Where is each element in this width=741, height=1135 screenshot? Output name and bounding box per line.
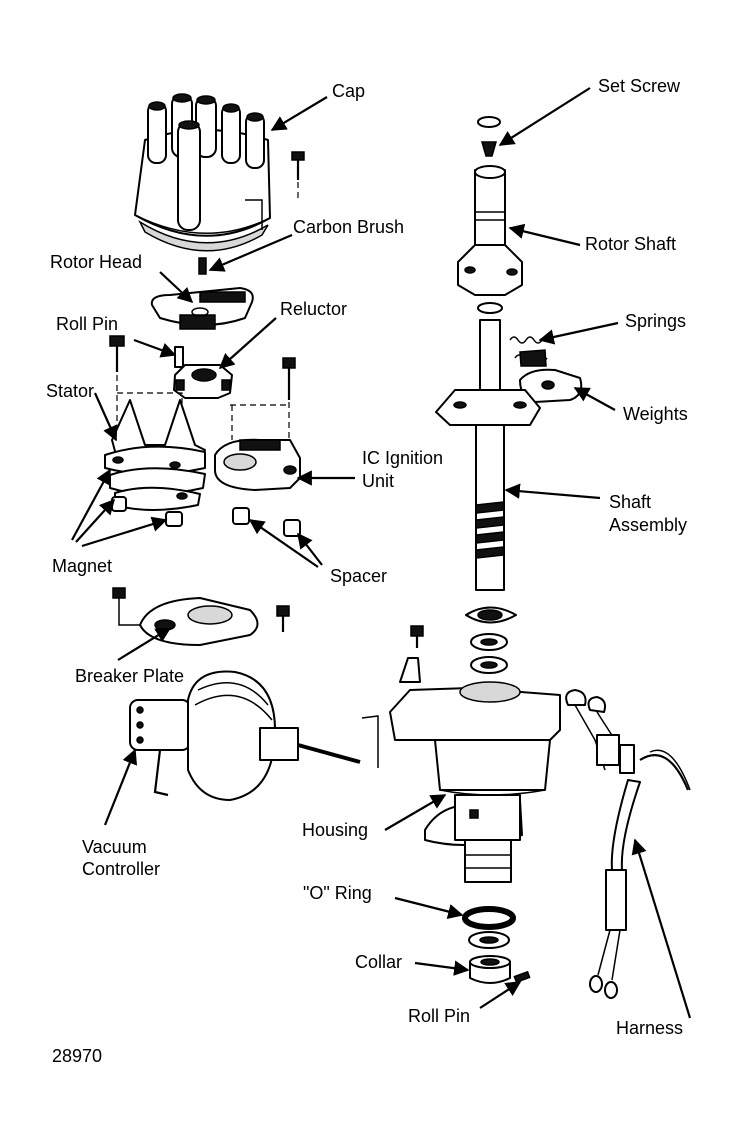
label-ic-ignition-line2: Unit [362,471,394,491]
label-shaft-assembly-line1: Shaft [609,492,651,512]
label-carbon-brush: Carbon Brush [293,217,404,237]
figure-number: 28970 [52,1046,102,1066]
washer-stack [465,606,517,674]
ic-unit-screw [282,357,296,460]
label-magnet: Magnet [52,556,112,576]
label-o-ring: "O" Ring [303,883,372,903]
spacer-parts [232,507,301,537]
label-vacuum-line2: Controller [82,859,160,879]
harness-part [565,689,691,999]
label-cap: Cap [332,81,365,101]
rotor-head-part [150,287,254,330]
washer-lower [468,931,510,949]
cap-part [134,93,271,252]
label-ic-ignition-line1: IC Ignition [362,448,443,468]
ic-ignition-unit-part [214,438,301,491]
leader-lines [71,87,692,1019]
label-breaker-plate: Breaker Plate [75,666,184,686]
stator-part [104,399,206,511]
label-stator: Stator [46,381,94,401]
label-springs: Springs [625,311,686,331]
cap-screw [291,151,305,198]
o-ring-part [462,906,516,930]
springs-part [477,302,548,367]
label-vacuum-line1: Vacuum [82,837,147,857]
label-rotor-head: Rotor Head [50,252,142,272]
roll-pin-bottom-part [513,970,531,984]
breaker-plate-part [112,587,290,646]
housing-bracket [399,625,424,683]
vacuum-controller-part [129,670,361,801]
roll-pin-top-part [174,346,184,368]
rotor-shaft-part [457,165,523,296]
label-spacer: Spacer [330,566,387,586]
label-harness: Harness [616,1018,683,1038]
label-roll-pin-top: Roll Pin [56,314,118,334]
reluctor-part [173,364,233,399]
label-reluctor: Reluctor [280,299,347,319]
label-collar: Collar [355,952,402,972]
set-screw-part [477,116,501,157]
label-weights: Weights [623,404,688,424]
label-rotor-shaft: Rotor Shaft [585,234,676,254]
label-shaft-assembly-line2: Assembly [609,515,687,535]
label-housing: Housing [302,820,368,840]
collar-part [469,955,511,984]
label-set-screw: Set Screw [598,76,681,96]
housing-part [389,681,561,883]
carbon-brush-part [198,257,207,275]
label-roll-pin-bottom: Roll Pin [408,1006,470,1026]
shaft-assembly-part [435,319,541,591]
labels: Cap Set Screw Carbon Brush Rotor Shaft R… [46,76,688,1066]
